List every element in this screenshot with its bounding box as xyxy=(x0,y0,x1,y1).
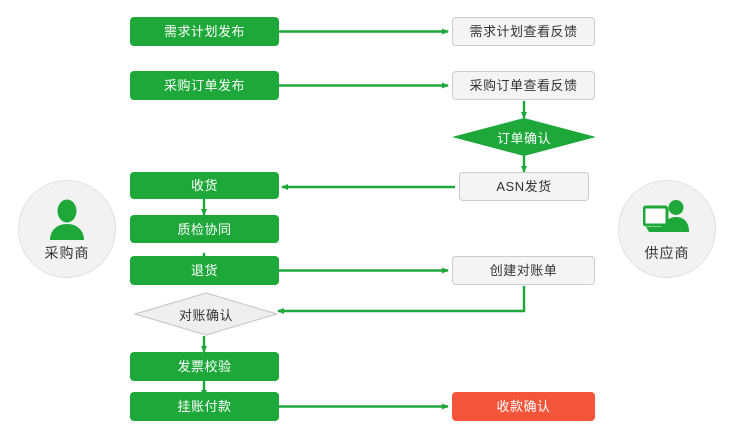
node-label: 对账确认 xyxy=(178,307,233,323)
person-computer-icon xyxy=(642,195,692,241)
node-label: 收货 xyxy=(190,178,218,193)
node-label: 退货 xyxy=(190,263,218,278)
node-label: 订单确认 xyxy=(496,130,551,146)
node-label: 发票校验 xyxy=(177,359,232,374)
node-purchase-order-publish[interactable]: 采购订单发布 xyxy=(130,71,279,100)
node-invoice-verification[interactable]: 发票校验 xyxy=(130,352,279,381)
node-asn-shipment[interactable]: ASN发货 xyxy=(459,172,589,201)
node-create-reconciliation-statement[interactable]: 创建对账单 xyxy=(452,256,595,285)
node-goods-receipt[interactable]: 收货 xyxy=(130,172,279,199)
actor-buyer: 采购商 xyxy=(18,180,116,278)
node-quality-inspection-collab[interactable]: 质检协同 xyxy=(130,215,279,243)
node-label: 挂账付款 xyxy=(177,399,232,414)
actor-label: 供应商 xyxy=(644,245,690,261)
node-label: 收款确认 xyxy=(496,399,551,414)
node-label: 采购订单查看反馈 xyxy=(469,78,578,93)
node-return-goods[interactable]: 退货 xyxy=(130,256,279,285)
node-label: 创建对账单 xyxy=(489,263,558,278)
node-reconciliation-confirm[interactable]: 对账确认 xyxy=(134,292,278,336)
node-payment-receipt-confirm[interactable]: 收款确认 xyxy=(452,392,595,421)
node-label: 需求计划发布 xyxy=(163,24,245,39)
node-demand-plan-view-feedback[interactable]: 需求计划查看反馈 xyxy=(452,17,595,46)
edge-n10-n11 xyxy=(277,286,526,314)
person-icon xyxy=(42,195,92,241)
diamond-shape-icon xyxy=(134,292,278,336)
node-label: ASN发货 xyxy=(496,179,552,194)
diamond-shape-icon xyxy=(452,118,596,156)
node-payable-payment[interactable]: 挂账付款 xyxy=(130,392,279,421)
node-purchase-order-view-feedback[interactable]: 采购订单查看反馈 xyxy=(452,71,595,100)
node-demand-plan-publish[interactable]: 需求计划发布 xyxy=(130,17,279,46)
node-label: 需求计划查看反馈 xyxy=(469,24,578,39)
node-label: 采购订单发布 xyxy=(163,78,245,93)
node-order-confirm[interactable]: 订单确认 xyxy=(452,118,596,156)
node-label: 质检协同 xyxy=(177,221,232,237)
actor-label: 采购商 xyxy=(44,245,90,261)
actor-supplier: 供应商 xyxy=(618,180,716,278)
